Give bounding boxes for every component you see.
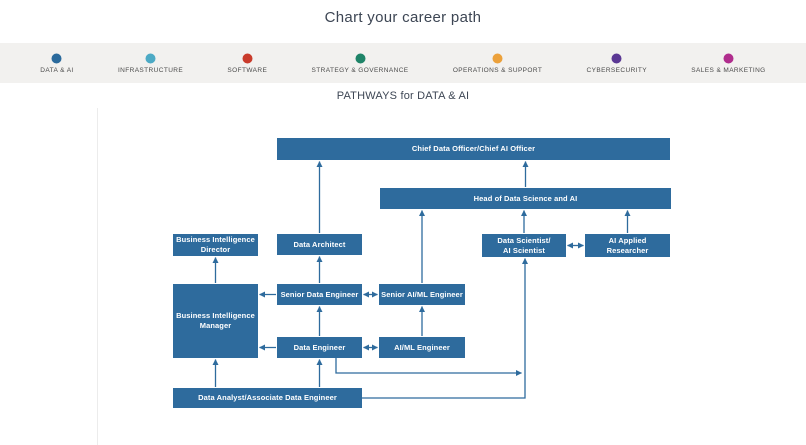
node-aiml-engineer[interactable]: AI/ML Engineer [379, 337, 465, 358]
pathways-heading: PATHWAYS for DATA & AI [336, 90, 470, 102]
node-senior-data-engineer[interactable]: Senior Data Engineer [277, 284, 362, 305]
node-head-of-data-science[interactable]: Head of Data Science and AI [380, 188, 671, 209]
nav-item-label: OPERATIONS & SUPPORT [452, 66, 543, 74]
nav-item-infrastructure[interactable]: INFRASTRUCTURE [114, 53, 187, 74]
operations-support-dot-icon [492, 53, 503, 63]
nav-item-sales-marketing[interactable]: SALES & MARKETING [687, 53, 769, 74]
nav-item-label: CYBERSECURITY [586, 66, 647, 74]
software-dot-icon [242, 53, 253, 63]
cybersecurity-dot-icon [611, 53, 622, 63]
node-data-architect[interactable]: Data Architect [277, 234, 362, 255]
node-data-engineer[interactable]: Data Engineer [277, 337, 362, 358]
category-nav: DATA & AI INFRASTRUCTURE SOFTWARE STRATE… [0, 43, 806, 83]
node-bi-director[interactable]: Business Intelligence Director [173, 234, 258, 256]
node-data-analyst[interactable]: Data Analyst/Associate Data Engineer [173, 388, 362, 408]
nav-item-software[interactable]: SOFTWARE [223, 53, 271, 74]
nav-item-cybersecurity[interactable]: CYBERSECURITY [583, 53, 651, 74]
nav-item-label: STRATEGY & GOVERNANCE [311, 66, 409, 74]
nav-item-data-ai[interactable]: DATA & AI [36, 53, 77, 74]
nav-item-label: INFRASTRUCTURE [117, 66, 184, 74]
nav-item-label: DATA & AI [40, 66, 74, 74]
nav-item-label: SALES & MARKETING [691, 66, 766, 74]
nav-item-label: SOFTWARE [227, 66, 268, 74]
nav-item-strategy-governance[interactable]: STRATEGY & GOVERNANCE [308, 53, 413, 74]
node-ai-applied-researcher[interactable]: AI Applied Researcher [585, 234, 670, 257]
nav-item-operations-support[interactable]: OPERATIONS & SUPPORT [449, 53, 546, 74]
node-data-scientist[interactable]: Data Scientist/ AI Scientist [482, 234, 566, 257]
page-title: Chart your career path [324, 9, 482, 26]
node-bi-manager[interactable]: Business Intelligence Manager [173, 284, 258, 358]
sales-marketing-dot-icon [723, 53, 734, 63]
node-chief-data-officer[interactable]: Chief Data Officer/Chief AI Officer [277, 138, 670, 160]
infrastructure-dot-icon [145, 53, 156, 63]
node-senior-aiml-engineer[interactable]: Senior AI/ML Engineer [379, 284, 465, 305]
strategy-governance-dot-icon [355, 53, 366, 63]
data-ai-dot-icon [51, 53, 62, 63]
